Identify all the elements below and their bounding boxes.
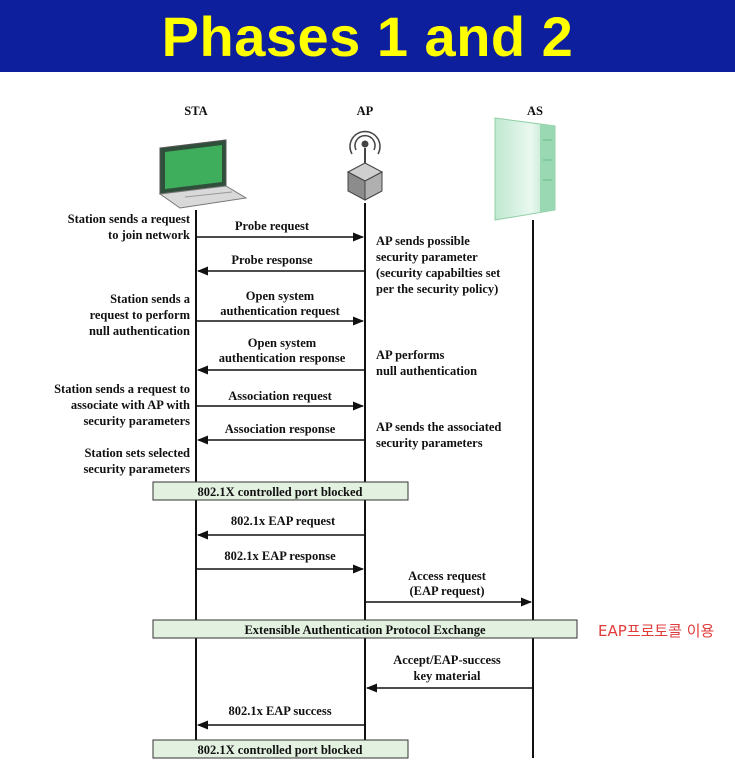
svg-text:security parameter: security parameter [376, 250, 478, 264]
svg-text:security parameters: security parameters [83, 462, 190, 476]
note-null-auth-request: Station sends a request to perform null … [89, 292, 191, 338]
svg-text:802.1X controlled port blocked: 802.1X controlled port blocked [197, 743, 362, 757]
access-point-icon [346, 130, 384, 201]
message-accept-eap-success: Accept/EAP-success key material [365, 653, 533, 693]
page-title: Phases 1 and 2 [161, 5, 574, 68]
message-open-auth-response: Open system authentication response [196, 336, 365, 375]
svg-text:null authentication: null authentication [376, 364, 477, 378]
svg-text:Access request: Access request [408, 569, 487, 583]
svg-text:802.1X controlled port blocked: 802.1X controlled port blocked [197, 485, 362, 499]
svg-text:associate with AP with: associate with AP with [71, 398, 190, 412]
note-ap-sends-associated: AP sends the associated security paramet… [376, 420, 501, 450]
svg-text:AP performs: AP performs [376, 348, 445, 362]
svg-text:security parameters: security parameters [83, 414, 190, 428]
message-open-auth-request: Open system authentication request [196, 289, 365, 326]
svg-text:(EAP request): (EAP request) [409, 584, 484, 598]
note-ap-null-auth: AP performs null authentication [376, 348, 477, 378]
svg-text:AP sends possible: AP sends possible [376, 234, 470, 248]
entity-label-ap: AP [357, 104, 374, 118]
message-association-response: Association response [196, 422, 365, 445]
bar-port-blocked-1: 802.1X controlled port blocked [152, 481, 409, 501]
svg-text:Association request: Association request [228, 389, 332, 403]
svg-text:authentication request: authentication request [220, 304, 340, 318]
note-sets-parameters: Station sets selected security parameter… [83, 446, 190, 476]
message-probe-response: Probe response [196, 253, 365, 276]
note-ap-sends-possible: AP sends possible security parameter (se… [376, 234, 501, 296]
svg-text:key material: key material [414, 669, 482, 683]
message-probe-request: Probe request [196, 219, 365, 242]
message-eap-response: 802.1x EAP response [196, 549, 365, 574]
title-banner: Phases 1 and 2 [0, 0, 735, 72]
message-eap-request: 802.1x EAP request [196, 514, 365, 540]
bar-eap-exchange: Extensible Authentication Protocol Excha… [152, 619, 578, 639]
svg-text:to join network: to join network [108, 228, 190, 242]
bar-port-blocked-2: 802.1X controlled port blocked [152, 739, 409, 759]
svg-text:null authentication: null authentication [89, 324, 190, 338]
svg-text:802.1x EAP success: 802.1x EAP success [228, 704, 331, 718]
message-access-request: Access request (EAP request) [365, 569, 533, 607]
svg-text:802.1x EAP response: 802.1x EAP response [224, 549, 336, 563]
message-association-request: Association request [196, 389, 365, 411]
note-join-network: Station sends a request to join network [68, 212, 191, 242]
svg-text:security parameters: security parameters [376, 436, 483, 450]
svg-text:Station sends a: Station sends a [110, 292, 191, 306]
svg-text:Open system: Open system [248, 336, 317, 350]
svg-text:Station sends a request: Station sends a request [68, 212, 191, 226]
eap-annotation: EAP프로토콜 이용 [598, 622, 714, 640]
svg-text:Probe response: Probe response [231, 253, 313, 267]
svg-text:802.1x EAP request: 802.1x EAP request [231, 514, 336, 528]
svg-text:Station sends a request to: Station sends a request to [54, 382, 190, 396]
laptop-icon [158, 139, 248, 209]
svg-text:Extensible Authentication Prot: Extensible Authentication Protocol Excha… [244, 623, 486, 637]
note-associate-request: Station sends a request to associate wit… [54, 382, 190, 428]
entity-label-sta: STA [184, 104, 207, 118]
server-icon [494, 117, 556, 221]
message-eap-success: 802.1x EAP success [196, 704, 365, 730]
svg-text:Open system: Open system [246, 289, 315, 303]
svg-text:request to perform: request to perform [90, 308, 191, 322]
svg-text:authentication response: authentication response [219, 351, 346, 365]
svg-text:Station sets selected: Station sets selected [84, 446, 190, 460]
svg-text:(security capabilties set: (security capabilties set [376, 266, 501, 280]
entity-label-as: AS [527, 104, 543, 118]
svg-text:Association response: Association response [225, 422, 336, 436]
svg-text:AP sends the associated: AP sends the associated [376, 420, 501, 434]
svg-text:Accept/EAP-success: Accept/EAP-success [393, 653, 501, 667]
svg-text:per the security policy): per the security policy) [376, 282, 498, 296]
svg-text:Probe request: Probe request [235, 219, 310, 233]
